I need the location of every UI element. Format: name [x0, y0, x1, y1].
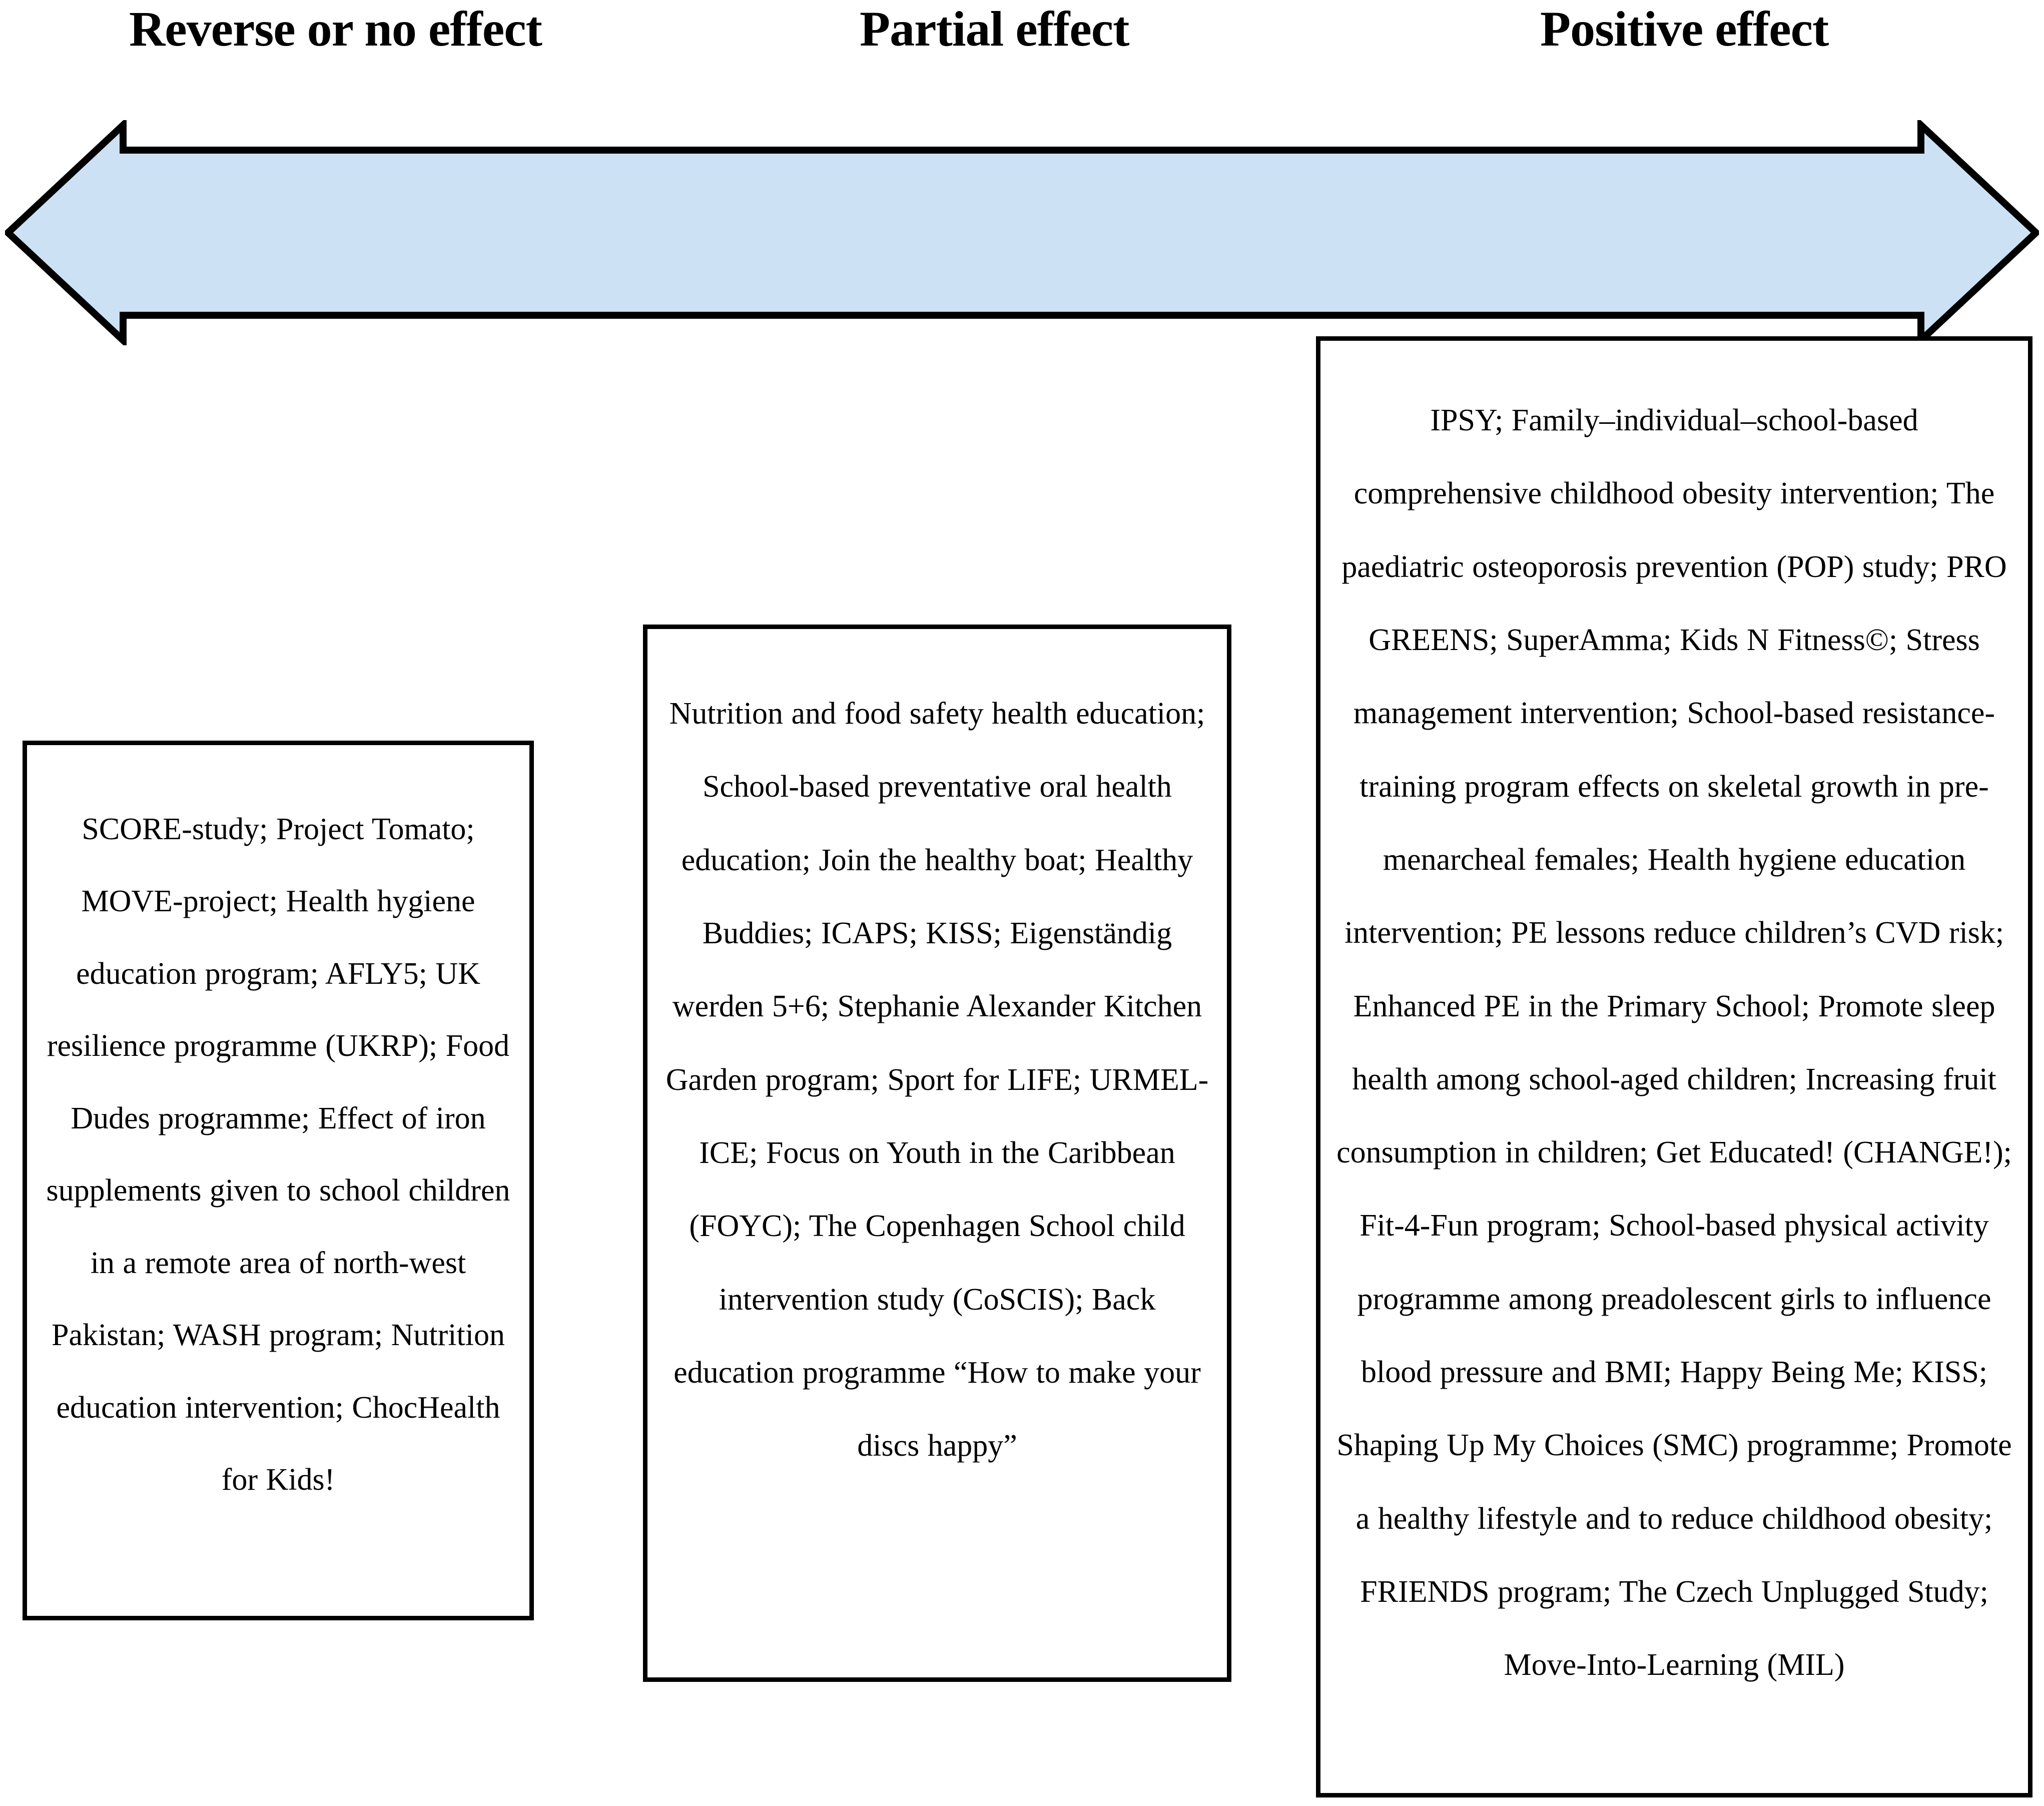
interventions-list-reverse-or-no-effect: SCORE-study; Project Tomato; MOVE-projec… — [46, 812, 510, 1497]
column-header-reverse-or-no-effect: Reverse or no effect — [129, 1, 542, 57]
double-headed-arrow-shape — [5, 120, 2039, 345]
arrow-svg — [5, 120, 2039, 345]
bidirectional-spectrum-arrow — [5, 120, 2039, 345]
interventions-list-partial-effect: Nutrition and food safety health educati… — [665, 697, 1209, 1463]
interventions-list-positive-effect: IPSY; Family–individual–school-based com… — [1336, 403, 2012, 1682]
column-header-positive-effect: Positive effect — [1540, 1, 1829, 57]
interventions-box-reverse-or-no-effect: SCORE-study; Project Tomato; MOVE-projec… — [23, 741, 534, 1620]
interventions-box-positive-effect: IPSY; Family–individual–school-based com… — [1316, 336, 2032, 1797]
interventions-box-partial-effect: Nutrition and food safety health educati… — [643, 625, 1231, 1682]
column-header-partial-effect: Partial effect — [860, 1, 1129, 57]
